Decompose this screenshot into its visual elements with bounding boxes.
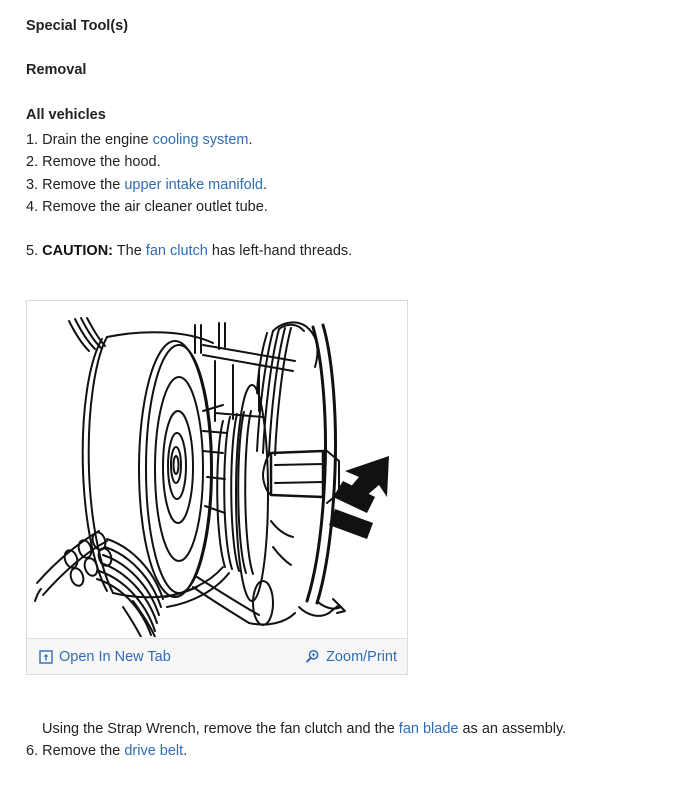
step-number: 6. — [26, 743, 39, 760]
step-number: 5. — [26, 243, 39, 259]
link-cooling-system[interactable]: cooling system — [152, 132, 249, 148]
step-number: 2. — [26, 154, 39, 171]
link-fan-blade[interactable]: fan blade — [398, 721, 459, 737]
step-number: 4. — [26, 198, 39, 215]
caution-label: CAUTION: — [42, 243, 114, 259]
closing-text-block: Using the Strap Wrench, remove the fan c… — [26, 718, 566, 763]
removal-steps-list: 1. Drain the engine cooling system. 2. R… — [26, 129, 268, 218]
link-upper-intake-manifold[interactable]: upper intake manifold — [124, 176, 263, 193]
all-vehicles-heading: All vehicles — [26, 107, 106, 123]
caution-text-pre: The — [113, 243, 146, 259]
technical-illustration — [27, 301, 407, 637]
step-text-pre: Remove the — [42, 176, 125, 193]
zoom-print-label: Zoom/Print — [326, 648, 397, 665]
sentence-post: as an assembly. — [458, 721, 567, 737]
step-text-pre: Drain the engine — [42, 132, 153, 148]
special-tools-heading: Special Tool(s) — [26, 18, 129, 34]
step-number: 3. — [26, 176, 39, 193]
open-in-new-tab-label: Open In New Tab — [59, 648, 171, 665]
figure-container: Open In New Tab Zoom/Print — [26, 300, 408, 675]
list-item: 3. Remove the upper intake manifold. — [26, 174, 268, 196]
sentence-pre: Using the Strap Wrench, remove the fan c… — [42, 721, 399, 737]
fan-clutch-diagram-svg — [27, 301, 407, 637]
motion-arrow-icon — [329, 456, 389, 539]
link-fan-clutch[interactable]: fan clutch — [145, 243, 208, 259]
magnifier-plus-icon — [305, 649, 320, 664]
step-text-post: . — [248, 132, 253, 148]
zoom-print-button[interactable]: Zoom/Print — [305, 649, 397, 665]
caution-text-post: has left-hand threads. — [207, 243, 353, 259]
strap-wrench-sentence: Using the Strap Wrench, remove the fan c… — [26, 718, 566, 740]
step-number: 1. — [26, 132, 39, 148]
figure-toolbar: Open In New Tab Zoom/Print — [27, 638, 407, 674]
step-text-pre: Remove the hood. — [42, 154, 161, 171]
caution-step: 5. CAUTION: The fan clutch has left-hand… — [26, 241, 352, 261]
step-text-post: . — [183, 743, 188, 760]
step-text-pre: Remove the air cleaner outlet tube. — [42, 198, 268, 215]
removal-heading: Removal — [26, 62, 87, 78]
list-item: 6. Remove the drive belt. — [26, 740, 566, 762]
step-text-pre: Remove the — [42, 743, 125, 760]
link-drive-belt[interactable]: drive belt — [124, 743, 184, 760]
list-item: 4. Remove the air cleaner outlet tube. — [26, 196, 268, 218]
list-item: 1. Drain the engine cooling system. — [26, 129, 268, 151]
list-item: 2. Remove the hood. — [26, 151, 268, 173]
step-text-post: . — [263, 176, 268, 193]
open-in-new-tab-icon — [39, 649, 53, 664]
open-in-new-tab-button[interactable]: Open In New Tab — [39, 649, 171, 665]
